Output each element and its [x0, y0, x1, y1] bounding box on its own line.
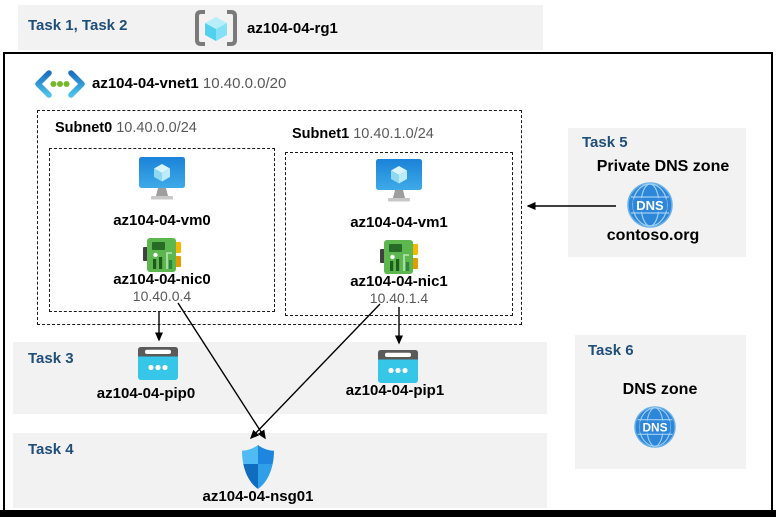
subnet0-name: Subnet0	[55, 120, 113, 136]
task4-band	[13, 433, 547, 508]
nic0-icon	[143, 238, 181, 272]
subnet0-title: Subnet0 10.40.0.0/24	[55, 120, 197, 136]
nsg-name: az104-04-nsg01	[202, 488, 314, 505]
pip1-name: az104-04-pip1	[345, 382, 445, 399]
vm0-name: az104-04-vm0	[113, 212, 211, 229]
vm0-icon	[139, 157, 185, 200]
subnet1-title: Subnet1 10.40.1.0/24	[292, 126, 434, 142]
private-dns-icon-text: DNS	[636, 198, 664, 213]
subnet1-cidr: 10.40.1.0/24	[353, 126, 434, 142]
pip1-icon	[378, 350, 418, 383]
task-1-2-label: Task 1, Task 2	[28, 17, 128, 34]
vm1-name: az104-04-vm1	[350, 214, 448, 231]
dns-zone-title: DNS zone	[622, 381, 698, 398]
vnet-cidr: 10.40.0.0/20	[202, 75, 287, 92]
resource-group-icon	[195, 10, 237, 46]
bottom-border-bar	[0, 510, 776, 517]
vnet-name: az104-04-vnet1	[92, 75, 199, 92]
private-dns-zone-title: Private DNS zone	[596, 158, 730, 175]
nic0-name: az104-04-nic0	[113, 271, 211, 288]
nic0-ip: 10.40.0.4	[132, 288, 192, 304]
vm1-icon	[376, 159, 422, 202]
task3-band	[13, 342, 547, 414]
subnet0-box	[49, 148, 275, 312]
task6-label: Task 6	[588, 342, 634, 359]
virtual-network-icon	[35, 70, 85, 98]
resource-group-name: az104-04-rg1	[247, 20, 338, 37]
nic1-name: az104-04-nic1	[350, 273, 448, 290]
nic1-icon	[380, 240, 418, 274]
private-dns-zone-name: contoso.org	[606, 227, 700, 244]
nsg-shield-icon	[242, 445, 274, 489]
task5-label: Task 5	[582, 134, 628, 151]
pip0-icon	[138, 347, 178, 380]
task4-label: Task 4	[28, 441, 74, 458]
dns-zone-icon-text: DNS	[642, 421, 667, 435]
dns-zone-icon: DNS	[634, 406, 676, 448]
nic1-ip: 10.40.1.4	[369, 290, 429, 306]
private-dns-icon: DNS	[627, 182, 673, 228]
vnet-title: az104-04-vnet1 10.40.0.0/20	[92, 75, 286, 92]
resource-group-band	[18, 5, 543, 50]
pip0-name: az104-04-pip0	[96, 385, 196, 402]
subnet0-cidr: 10.40.0.0/24	[116, 120, 197, 136]
subnet1-name: Subnet1	[292, 126, 350, 142]
task3-label: Task 3	[28, 350, 74, 367]
